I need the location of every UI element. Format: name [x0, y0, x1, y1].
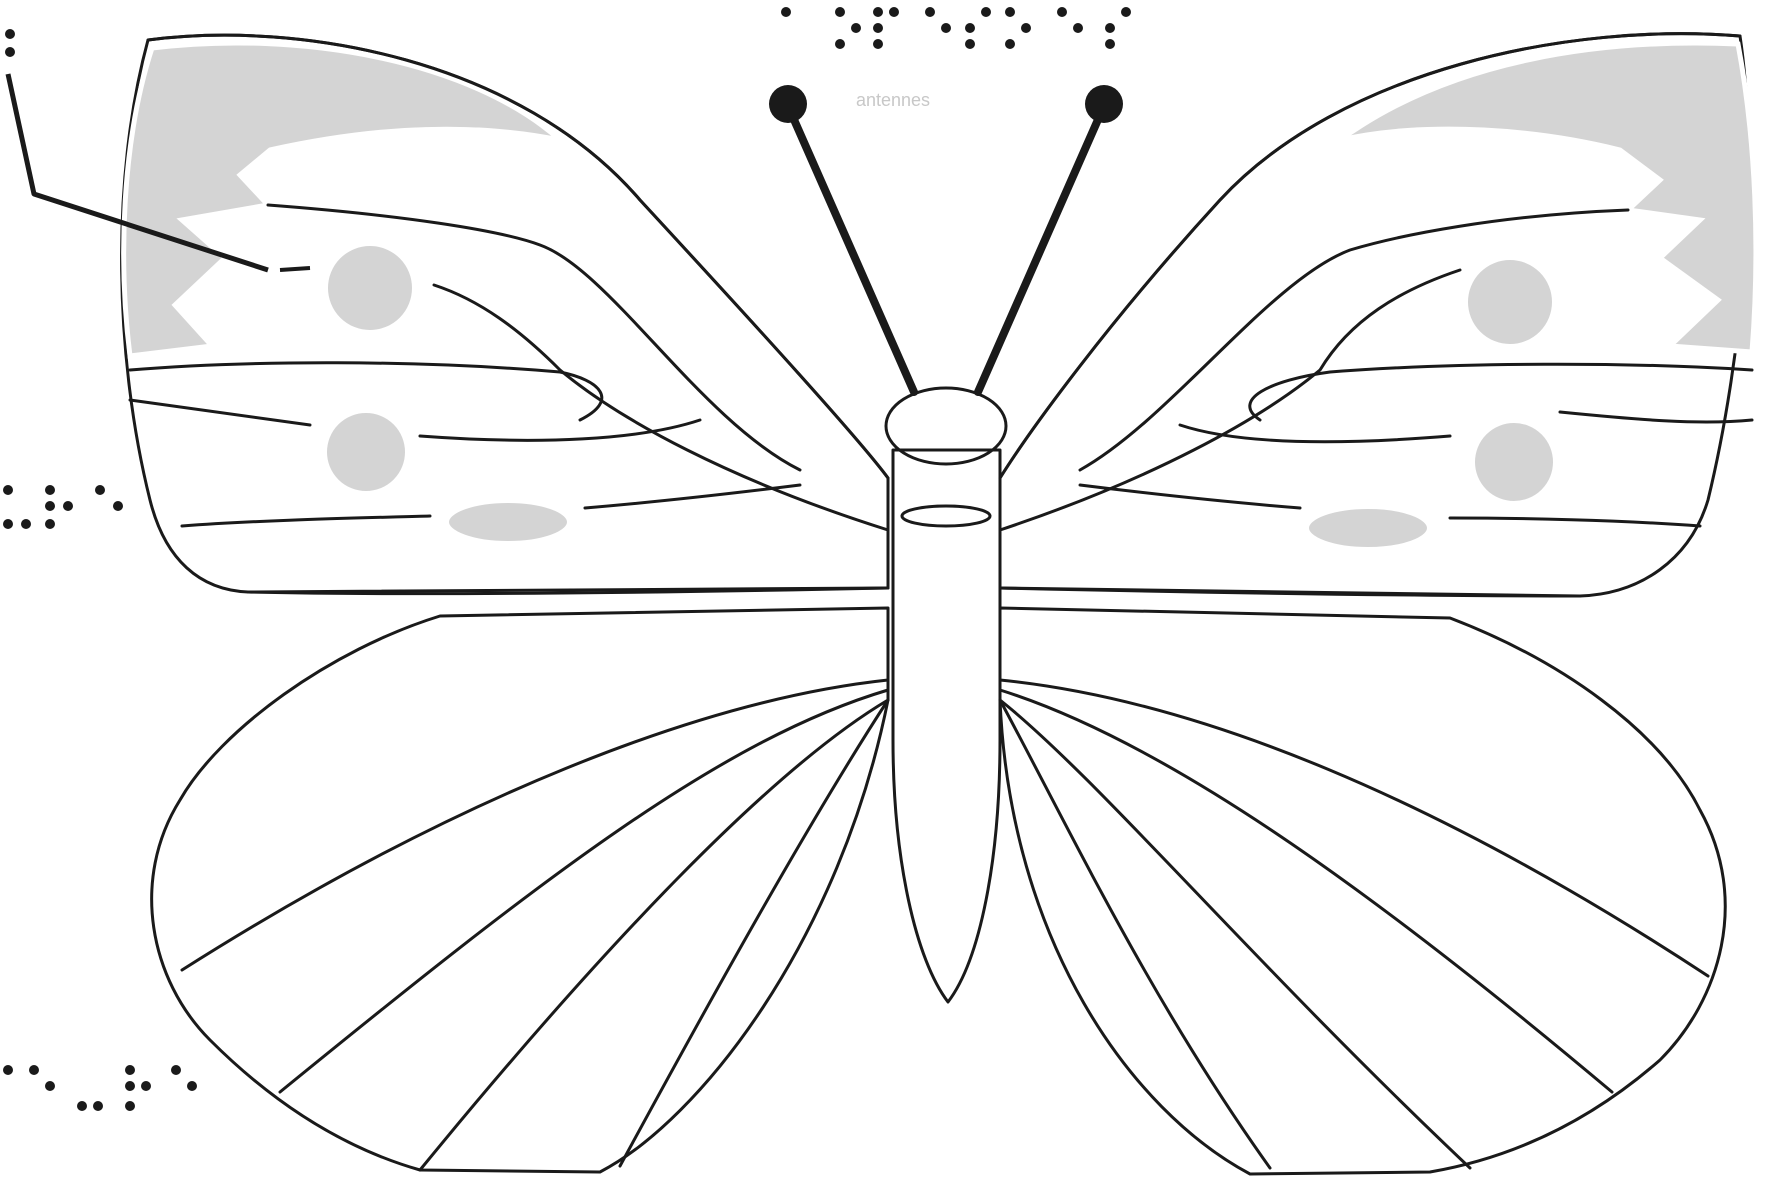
right-forewing-spot-upper	[1465, 257, 1555, 347]
right-antenna	[978, 106, 1104, 392]
right-forewing-spot-oval	[1306, 506, 1430, 550]
braille-label-left-bottom	[3, 1065, 197, 1111]
braille-marker-top-left	[5, 29, 15, 57]
butterfly-body	[886, 388, 1006, 1002]
left-forewing-spot-upper	[325, 243, 415, 333]
left-hindwing-outline	[152, 608, 888, 1172]
braille-label-top	[781, 7, 1131, 49]
left-antenna	[788, 106, 914, 392]
thorax-line	[902, 506, 990, 526]
right-hindwing-outline	[1000, 608, 1725, 1174]
right-hindwing	[1000, 608, 1725, 1174]
left-forewing-spot-oval	[446, 500, 570, 544]
left-forewing	[122, 35, 888, 593]
head	[886, 388, 1006, 464]
abdomen	[893, 450, 1000, 1002]
leader-line-dash	[280, 268, 310, 270]
left-antenna-tip	[769, 85, 807, 123]
braille-label-left-middle	[3, 485, 123, 529]
left-hindwing	[152, 608, 888, 1172]
antennae: antennes	[769, 85, 1123, 392]
left-forewing-spot-middle	[324, 410, 408, 494]
right-antenna-tip	[1085, 85, 1123, 123]
antennae-label: antennes	[856, 90, 930, 110]
right-forewing-spot-middle	[1472, 420, 1556, 504]
